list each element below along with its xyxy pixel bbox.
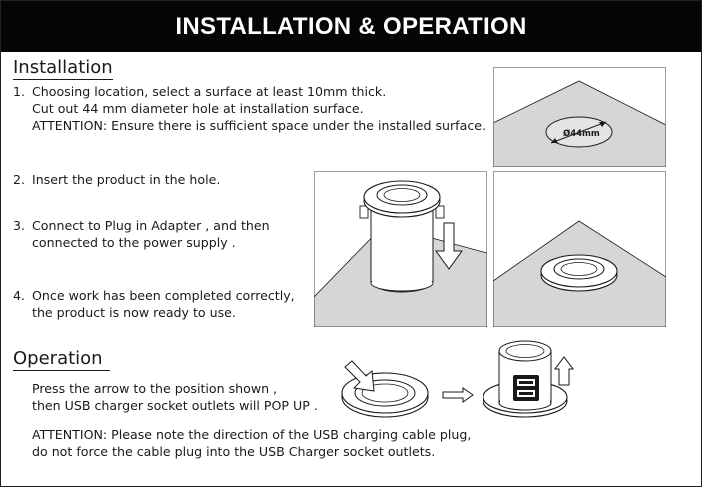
operation-heading-text: Operation	[13, 348, 103, 369]
heading-underline	[13, 370, 110, 371]
step-number: 2.	[13, 172, 26, 187]
popup-socket-illustration	[483, 337, 579, 421]
step-number: 1.	[13, 84, 26, 99]
step-1-line-3: ATTENTION: Ensure there is sufficient sp…	[32, 118, 486, 133]
insert-product-illustration	[314, 171, 487, 327]
installed-product-illustration	[493, 171, 666, 327]
attention-line-1: ATTENTION: Please note the direction of …	[32, 427, 472, 442]
operation-instructions: Press the arrow to the position shown , …	[32, 380, 318, 414]
step-4: 4. Once work has been completed correctly…	[13, 287, 295, 321]
step-1-line-2: Cut out 44 mm diameter hole at installat…	[32, 101, 364, 116]
operation-line-2: then USB charger socket outlets will POP…	[32, 398, 318, 413]
step-4-line-2: the product is now ready to use.	[32, 305, 236, 320]
attention-line-2: do not force the cable plug into the USB…	[32, 444, 436, 459]
operation-heading: Operation	[13, 348, 110, 371]
hole-diameter-label: Ø44mm	[563, 128, 600, 139]
installation-heading-text: Installation	[13, 57, 113, 78]
operation-attention: ATTENTION: Please note the direction of …	[32, 426, 471, 460]
step-1: 1. Choosing location, select a surface at…	[13, 83, 486, 134]
step-3: 3.Connect to Plug in Adapter , and then …	[13, 217, 270, 251]
step-3-line-1: Connect to Plug in Adapter , and then	[32, 218, 270, 233]
step-number: 4.	[13, 288, 26, 303]
step-4-line-1: Once work has been completed correctly,	[32, 288, 295, 303]
step-2-line-1: Insert the product in the hole.	[32, 172, 221, 187]
press-top-illustration	[339, 355, 431, 421]
installation-heading: Installation	[13, 57, 113, 80]
step-number: 3.	[13, 218, 26, 233]
step-2: 2. Insert the product in the hole.	[13, 171, 220, 188]
step-3-line-2: connected to the power supply .	[32, 235, 236, 250]
cutout-hole-illustration: Ø44mm	[493, 67, 666, 167]
step-1-line-1: Choosing location, select a surface at l…	[32, 84, 387, 99]
heading-underline	[13, 79, 113, 80]
right-arrow-icon	[441, 387, 475, 403]
page-title: INSTALLATION & OPERATION	[1, 1, 701, 52]
operation-line-1: Press the arrow to the position shown ,	[32, 381, 278, 396]
